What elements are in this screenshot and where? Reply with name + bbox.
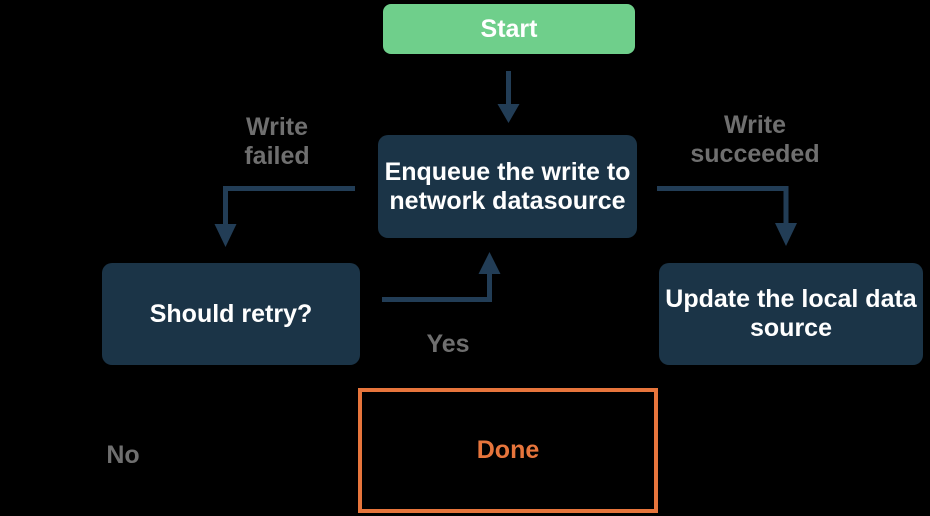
connector-should-retry-to-enqueue (382, 252, 501, 302)
edge-label-yes: Yes (426, 330, 470, 358)
arrowhead-down-icon (214, 224, 237, 247)
connector-enqueue-to-update-local (657, 186, 797, 246)
edge-label-write-succeeded: Write succeeded (690, 111, 820, 168)
edge-label-no: No (106, 441, 140, 469)
connector-start-to-enqueue (497, 71, 520, 123)
connector-enqueue-to-should-retry (214, 186, 355, 247)
edge-label-write-failed: Write failed (244, 113, 310, 170)
node-update-local-source: Update the local data source (659, 263, 923, 365)
node-enqueue-write: Enqueue the write to network datasource (378, 135, 637, 238)
arrowhead-down-icon (775, 223, 797, 246)
node-should-retry: Should retry? (102, 263, 360, 365)
arrowhead-up-icon (478, 252, 501, 274)
node-done: Done (358, 388, 658, 513)
arrowhead-down-icon (497, 104, 520, 123)
node-start: Start (383, 4, 635, 54)
